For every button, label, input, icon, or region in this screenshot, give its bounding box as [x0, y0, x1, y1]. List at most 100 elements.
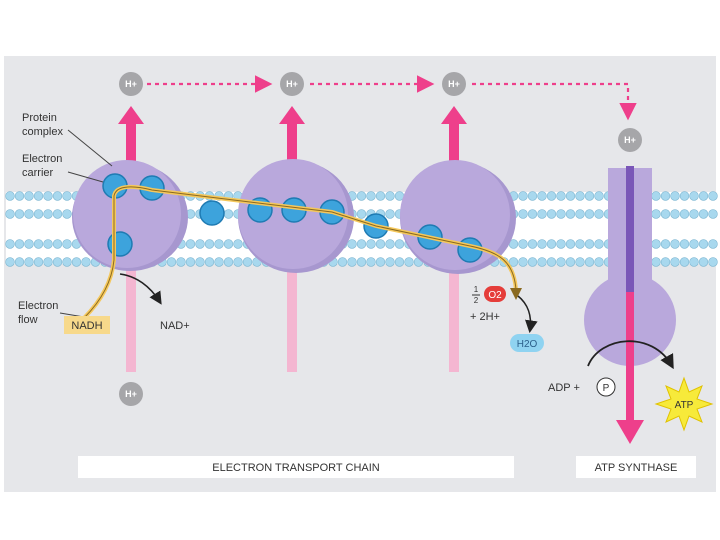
phospholipid-head	[708, 257, 718, 267]
phospholipid-head	[575, 239, 585, 249]
phospholipid-head	[660, 191, 671, 201]
phospholipid-head	[366, 257, 376, 267]
phospholipid-head	[584, 209, 595, 219]
phospholipid-head	[527, 209, 538, 219]
adp-label: ADP +	[548, 382, 580, 394]
phospholipid-head	[594, 239, 604, 249]
phospholipid-head	[527, 191, 538, 201]
phospholipid-head	[546, 191, 557, 201]
phospholipid-head	[223, 209, 234, 219]
phospholipid-head	[33, 191, 44, 201]
phospholipid-head	[43, 239, 53, 249]
phospholipid-head	[698, 257, 709, 267]
phospholipid-head	[356, 209, 367, 219]
phospholipid-head	[24, 239, 34, 249]
phospholipid-head	[233, 257, 243, 267]
phospholipid-head	[185, 239, 196, 249]
protein-complex-label: complex	[22, 126, 63, 138]
phospholipid-head	[679, 191, 690, 201]
phospholipid-head	[204, 257, 215, 267]
phospholipid-head	[242, 257, 253, 267]
phosphate-icon	[596, 377, 616, 397]
proton-pump-arrows	[118, 106, 467, 372]
phospholipid-head	[679, 257, 690, 267]
phospholipid-head	[43, 257, 53, 267]
phospholipid-head	[698, 209, 709, 219]
phospholipid-head	[14, 209, 25, 219]
phospholipid-head	[52, 257, 63, 267]
phospholipid-head	[518, 209, 528, 219]
phospholipid-head	[62, 239, 72, 249]
phospholipid-head	[537, 239, 547, 249]
o2-label: O2	[488, 290, 502, 301]
phospholipid-head	[385, 191, 395, 201]
phospholipid-head	[584, 239, 595, 249]
electron-flow-label: flow	[18, 314, 38, 326]
phospholipid-head	[689, 191, 699, 201]
phospholipid-head	[527, 239, 538, 249]
phospholipid-head	[62, 209, 72, 219]
phospholipid-head	[670, 257, 680, 267]
phospholipid-head	[594, 191, 604, 201]
phospholipid-head	[404, 257, 414, 267]
phospholipid-head	[698, 191, 709, 201]
phospholipid-head	[81, 257, 91, 267]
phospholipid-head	[62, 257, 72, 267]
atp-label: ATP	[675, 400, 694, 411]
phospholipid-head	[5, 209, 15, 219]
nad-conversion-arrow	[119, 273, 162, 305]
phospholipid-head	[233, 239, 243, 249]
phospholipid-head	[214, 239, 224, 249]
proton-label: H+	[125, 389, 137, 399]
phospholipid-head	[347, 239, 357, 249]
phospholipid-head	[5, 191, 15, 201]
phospholipid-head	[33, 209, 44, 219]
phospholipid-head	[556, 239, 566, 249]
etc-caption: ELECTRON TRANSPORT CHAIN	[212, 462, 380, 474]
electron-carrier-label: Electron	[22, 153, 62, 165]
phospholipid-head	[651, 239, 661, 249]
phospholipid-head	[651, 209, 661, 219]
phospholipid-head	[375, 257, 386, 267]
phospholipid-head	[698, 239, 709, 249]
phospholipid-head	[565, 191, 576, 201]
water-formation-arrow	[517, 295, 538, 334]
electron-carrier-label: carrier	[22, 167, 54, 179]
phospholipid-head	[52, 239, 63, 249]
phospholipid-head	[660, 209, 671, 219]
phospholipid-head	[223, 239, 234, 249]
phospholipid-head	[24, 209, 34, 219]
atp-synthase-caption-bar	[576, 456, 696, 478]
phospholipid-head	[556, 257, 566, 267]
phospholipid-head	[43, 209, 53, 219]
phospholipid-head	[204, 239, 215, 249]
phospholipid-head	[546, 239, 557, 249]
phospholipid-head	[565, 209, 576, 219]
etc-caption-bar	[78, 456, 514, 478]
nad-label: NAD+	[160, 320, 190, 332]
phospholipid-head	[33, 239, 44, 249]
phospholipid-head	[670, 191, 680, 201]
electron-flow-label: Electron	[18, 300, 58, 312]
phospholipid-head	[594, 257, 604, 267]
phospholipid-head	[679, 209, 690, 219]
phospholipid-head	[385, 239, 395, 249]
phospholipid-head	[356, 239, 367, 249]
h2o-label: H2O	[517, 339, 538, 350]
phospholipid-head	[52, 191, 63, 201]
atp-synthesis-arrow	[587, 340, 674, 370]
electron-carrier	[107, 231, 133, 257]
phospholipid-head	[689, 209, 699, 219]
phospholipid-head	[24, 191, 34, 201]
electron-carrier	[199, 200, 225, 226]
phospholipid-head	[366, 239, 376, 249]
phospholipid-head	[176, 257, 186, 267]
phospholipid-head	[5, 239, 15, 249]
phospholipid-head	[24, 257, 34, 267]
phospholipid-head	[556, 209, 566, 219]
proton-label: H+	[624, 135, 636, 145]
phospholipid-head	[565, 257, 576, 267]
phospholipid-head	[385, 257, 395, 267]
phospholipid-head	[366, 191, 376, 201]
